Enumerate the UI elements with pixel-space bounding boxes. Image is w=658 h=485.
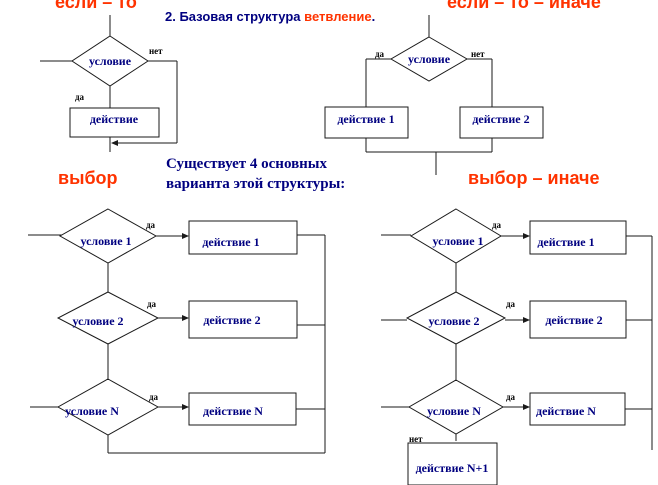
if-then-else-action2-box: [459, 106, 544, 139]
if-then-no-label: нет: [149, 46, 163, 56]
choice-else-else-action-label: действие N+1: [416, 461, 489, 475]
choice-diagram: выбор условие 1 да действие 1 условие 2 …: [28, 168, 326, 454]
choice-else-action2-label: действие 2: [545, 313, 602, 327]
if-then-title: если – то: [55, 0, 137, 12]
choice-else-yes1-label: да: [492, 220, 502, 230]
if-then-else-condition-label: условие: [408, 52, 451, 66]
if-then-else-yes-label: да: [375, 49, 385, 59]
if-then-action-label: действие: [90, 112, 139, 126]
choice-actionN-label: действие N: [203, 404, 263, 418]
choice-else-yesN-label: да: [506, 392, 516, 402]
choice-yes2-label: да: [147, 299, 157, 309]
choice-else-condition2-label: условие 2: [428, 314, 479, 328]
section-heading: 2. Базовая структура ветвление.: [165, 9, 375, 24]
choice-else-diagram: выбор – иначе условие 1 да действие 1 ус…: [381, 168, 653, 485]
choice-else-condition1-label: условие 1: [432, 234, 483, 248]
choice-actionN-box: [188, 392, 297, 426]
choice-action1-label: действие 1: [202, 235, 259, 249]
choice-else-action1-label: действие 1: [537, 235, 594, 249]
variants-note-line2: варианта этой структуры:: [166, 176, 345, 192]
variants-note-line1: Существует 4 основных: [166, 156, 328, 172]
choice-else-actionN-box: [529, 392, 626, 426]
choice-action2-label: действие 2: [203, 313, 260, 327]
choice-action2-box: [188, 300, 298, 339]
choice-yes1-label: да: [146, 220, 156, 230]
if-then-else-no-label: нет: [471, 49, 485, 59]
if-then-action-box: [69, 107, 160, 138]
if-then-else-action1-label: действие 1: [337, 112, 394, 126]
choice-else-no-label: нет: [409, 434, 423, 444]
if-then-else-action1-box: [324, 106, 409, 139]
if-then-else-diagram: если – то – иначе условие да нет действи…: [324, 0, 601, 175]
if-then-condition-label: условие: [89, 54, 132, 68]
if-then-else-action2-label: действие 2: [472, 112, 529, 126]
if-then-else-title: если – то – иначе: [447, 0, 601, 12]
if-then-else-condition-diamond: [390, 36, 468, 82]
choice-else-title: выбор – иначе: [468, 168, 600, 188]
choice-conditionN-label: условие N: [65, 404, 119, 418]
choice-else-else-action-box: [407, 442, 498, 485]
choice-else-action1-box: [529, 220, 627, 255]
choice-action1-box: [188, 220, 298, 255]
choice-else-action2-box: [529, 300, 627, 339]
choice-condition1-label: условие 1: [80, 234, 131, 248]
choice-title: выбор: [58, 168, 118, 188]
choice-else-conditionN-label: условие N: [427, 404, 481, 418]
choice-else-yes2-label: да: [506, 299, 516, 309]
if-then-yes-label: да: [75, 92, 85, 102]
if-then-diagram: если – то условие нет да действие: [40, 0, 178, 152]
choice-condition2-label: условие 2: [72, 314, 123, 328]
choice-yesN-label: да: [149, 392, 159, 402]
choice-else-actionN-label: действие N: [536, 404, 596, 418]
